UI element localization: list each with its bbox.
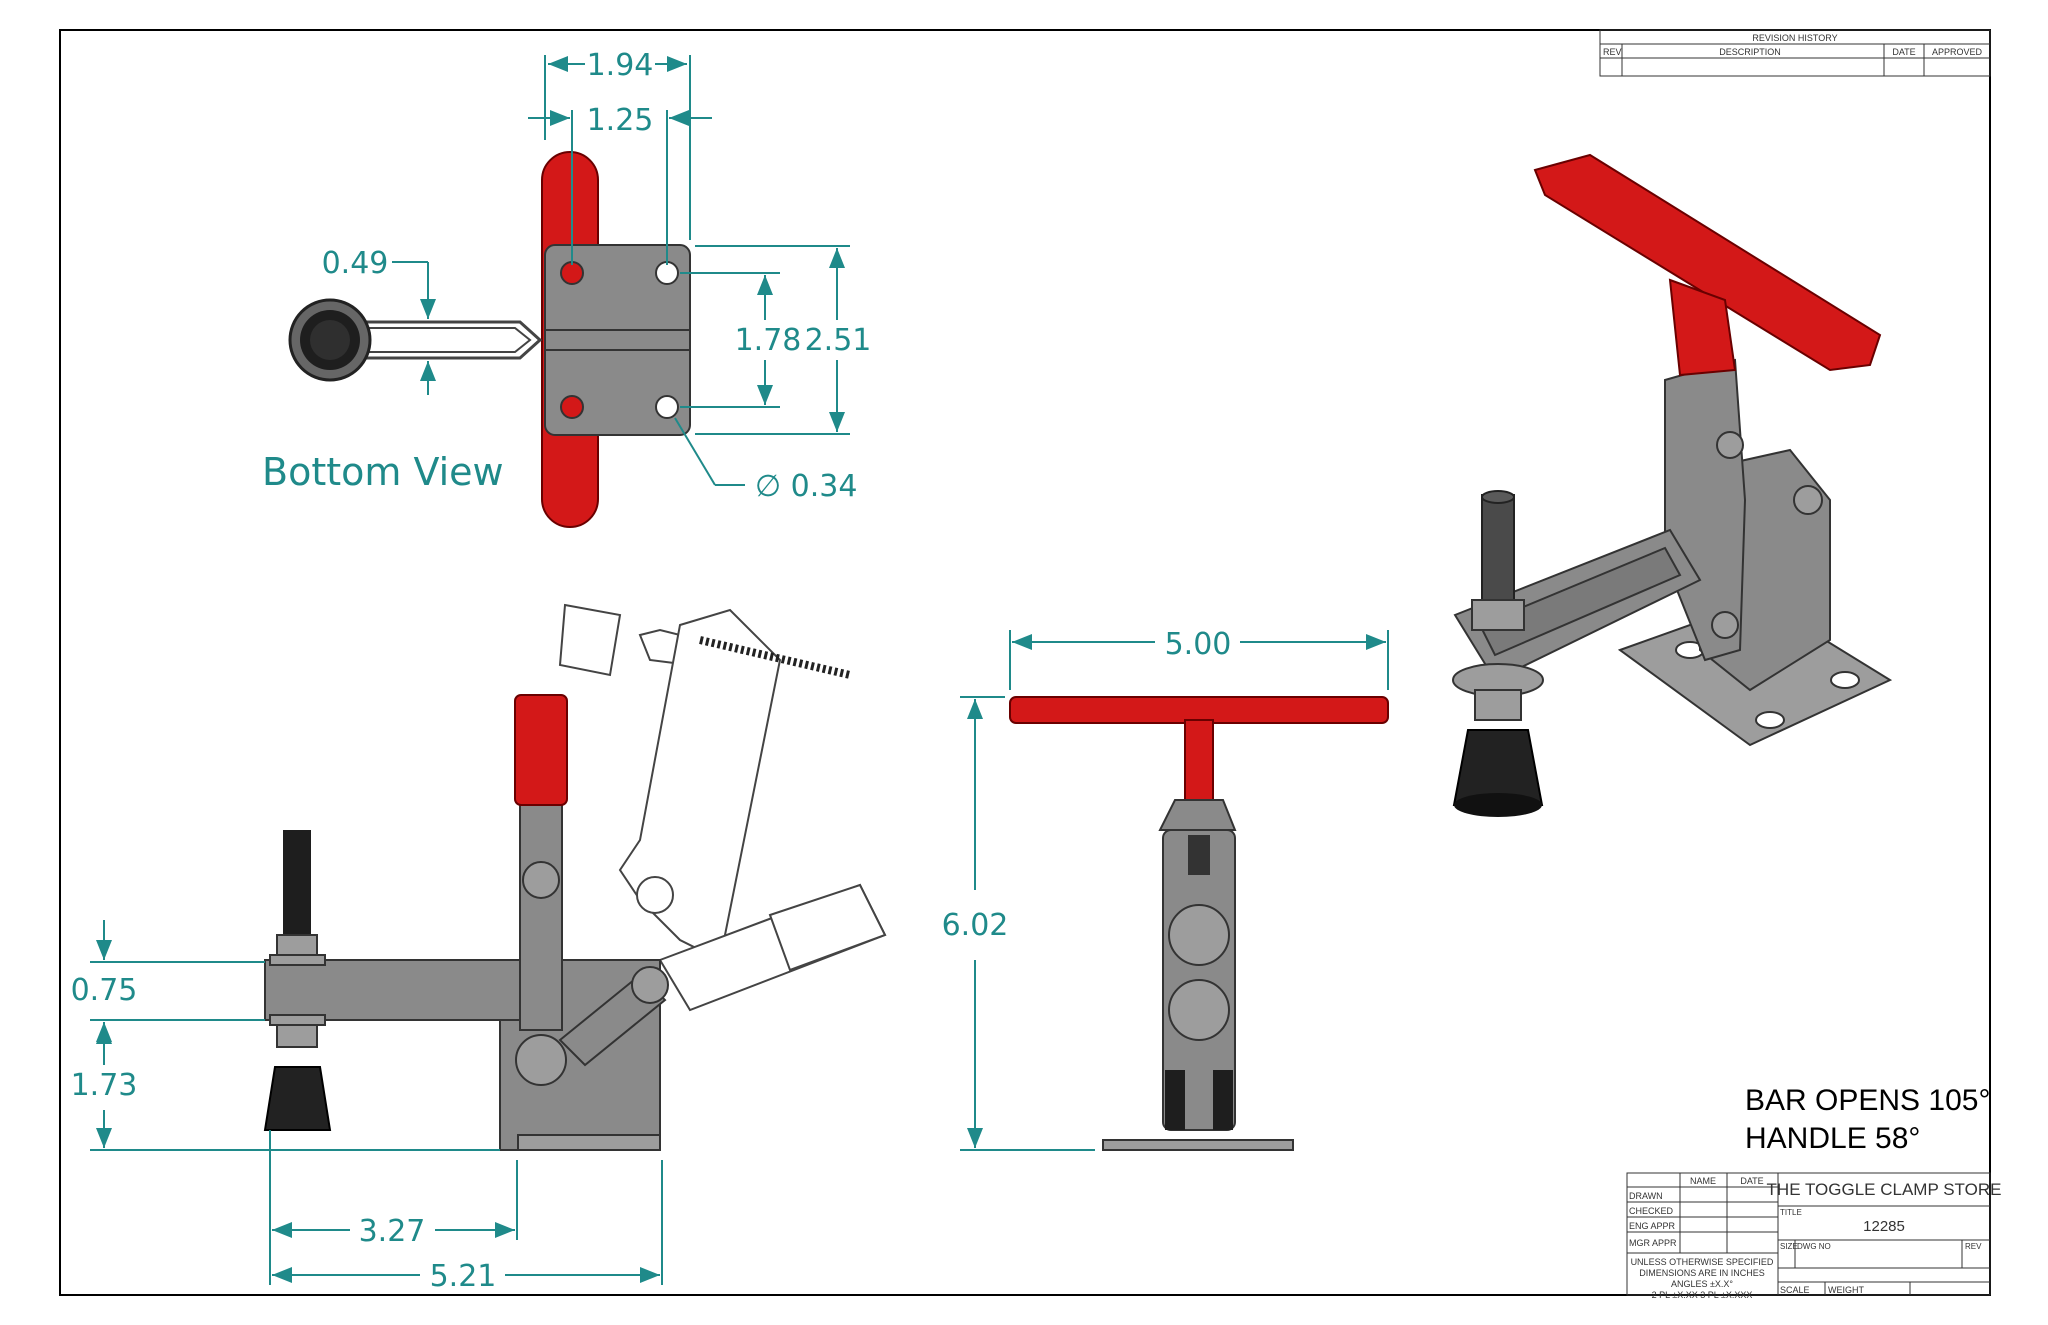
iso-t-handle-stem [1668, 278, 1737, 377]
bottom-view [288, 151, 691, 528]
title-block: NAME DATE DRAWN CHECKED ENG APPR MGR APP… [1626, 1172, 2002, 1300]
dim-0-75: 0.75 [71, 973, 138, 1008]
dim-1-78: 1.78 [735, 323, 802, 358]
dim-5-21: 5.21 [430, 1259, 497, 1294]
front-view [1009, 696, 1389, 1151]
ghost-open-position [558, 603, 887, 1012]
base-plate-bottom-view [544, 244, 691, 436]
dim-1-25: 1.25 [587, 103, 654, 138]
tb-row-checked: CHECKED [1629, 1206, 1674, 1216]
dim-2-51: 2.51 [805, 323, 872, 358]
tb-col-name: NAME [1690, 1176, 1716, 1186]
revision-col-description: DESCRIPTION [1719, 47, 1781, 57]
dim-0-49: 0.49 [322, 246, 389, 281]
tb-title-label: TITLE [1780, 1208, 1802, 1217]
iso-t-handle-bar [1533, 153, 1882, 372]
revision-col-rev: REV [1603, 47, 1622, 57]
tb-size-label: SIZE [1780, 1242, 1798, 1251]
dim-1-73: 1.73 [71, 1068, 138, 1103]
bottom-view-label: Bottom View [262, 450, 504, 494]
side-clamp-arm [264, 959, 521, 1021]
tb-row-mgr-appr: MGR APPR [1629, 1238, 1677, 1248]
tb-scale-label: SCALE [1780, 1285, 1810, 1295]
dim-1-94: 1.94 [587, 48, 654, 83]
tb-weight-label: WEIGHT [1828, 1285, 1864, 1295]
bottom-view-dimensions: 1.94 1.25 0.49 1.78 2.51 ∅ 0.34 Bottom V… [262, 48, 871, 504]
side-view-dimensions: 0.75 1.73 3.27 5.21 [71, 920, 663, 1294]
front-base [1102, 1139, 1294, 1151]
front-view-dimensions: 5.00 6.02 [942, 627, 1389, 1151]
revision-col-date: DATE [1892, 47, 1915, 57]
note-bar-opens: BAR OPENS 105° [1745, 1084, 1990, 1117]
revision-title: REVISION HISTORY [1752, 33, 1837, 43]
dim-6-02: 6.02 [942, 908, 1009, 943]
tb-row-drawn: DRAWN [1629, 1191, 1663, 1201]
side-spindle-tip [263, 1066, 332, 1131]
tb-row-eng-appr: ENG APPR [1629, 1221, 1676, 1231]
side-view [263, 603, 887, 1151]
side-spindle-thread [283, 830, 311, 940]
sheet-border [59, 29, 1991, 1296]
tb-tolerance-line-2: DIMENSIONS ARE IN INCHES [1639, 1268, 1765, 1278]
note-handle-angle: HANDLE 58° [1745, 1122, 1920, 1155]
iso-spindle-thread [1481, 494, 1515, 616]
side-handle-arm [519, 799, 563, 1031]
dim-hole-0-34: ∅ 0.34 [755, 469, 857, 504]
tb-company-name: THE TOGGLE CLAMP STORE [1767, 1180, 2002, 1199]
tb-rev-label: REV [1965, 1242, 1982, 1251]
dim-3-27: 3.27 [359, 1214, 426, 1249]
tb-title-value: 12285 [1863, 1218, 1905, 1235]
tb-tolerance-line-4: 2 PL ±X.XX 3 PL ±X.XXX [1652, 1290, 1753, 1300]
tb-tolerance-line-3: ANGLES ±X.X° [1671, 1279, 1733, 1289]
tb-tolerance-line-1: UNLESS OTHERWISE SPECIFIED [1631, 1257, 1774, 1267]
tb-dwg-label: DWG NO [1797, 1242, 1831, 1251]
front-handle-stem [1184, 719, 1214, 803]
isometric-view [1452, 153, 1893, 817]
side-handle-grip [514, 694, 568, 806]
tb-col-date: DATE [1740, 1176, 1763, 1186]
revision-history-block: REVISION HISTORY REV DESCRIPTION DATE AP… [1599, 29, 1991, 77]
dim-5-00: 5.00 [1165, 627, 1232, 662]
revision-col-approved: APPROVED [1932, 47, 1983, 57]
